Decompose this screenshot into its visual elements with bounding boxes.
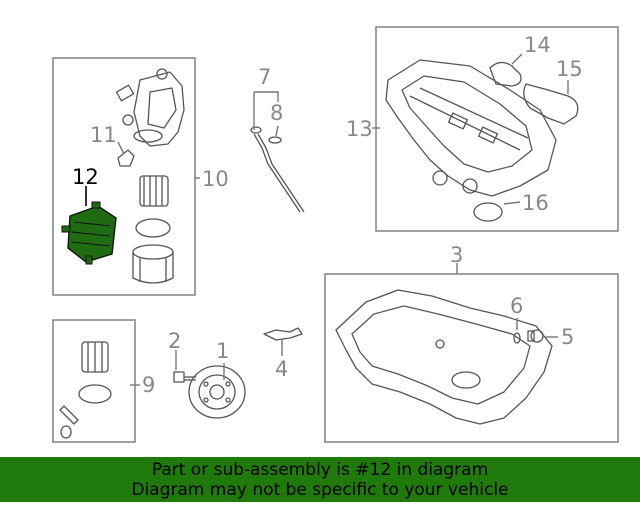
intake-manifold-group-box [375, 26, 619, 232]
manifold-gasket-15[interactable] [523, 83, 579, 125]
part-11-fitting[interactable] [117, 149, 135, 167]
notice-line-1: Part or sub-assembly is #12 in diagram [151, 460, 489, 480]
bracket-4[interactable] [263, 327, 303, 341]
oil-filter-kit-drain-plug[interactable] [59, 405, 79, 425]
oil-cooler-part-12[interactable] [61, 201, 117, 265]
oil-filter-housing[interactable] [115, 68, 185, 147]
parts-diagram: 1 2 3 4 5 6 7 8 9 10 11 12 13 14 15 16 [52, 26, 619, 443]
callout-13: 13 [346, 117, 373, 141]
callout-5: 5 [561, 325, 574, 349]
callout-10: 10 [202, 167, 229, 191]
crankshaft-pulley[interactable] [188, 365, 246, 419]
pulley-bolt[interactable] [173, 371, 196, 383]
callout-2: 2 [168, 329, 181, 353]
oil-filter-kit-element[interactable] [81, 341, 109, 373]
drain-plug-gasket-6[interactable] [513, 332, 521, 344]
manifold-gasket-14[interactable] [489, 61, 522, 87]
oil-filter-kit-oring[interactable] [78, 384, 112, 404]
oil-filter-cap[interactable] [132, 244, 174, 284]
oil-dipstick[interactable] [250, 126, 305, 213]
callout-15: 15 [556, 57, 583, 81]
oil-filter-kit-group-box [52, 319, 136, 443]
drain-plug-5[interactable] [527, 329, 544, 343]
oil-pan-group-box [324, 273, 619, 443]
callout-8: 8 [270, 101, 283, 125]
callout-1: 1 [216, 339, 229, 363]
callout-9: 9 [142, 373, 155, 397]
intake-manifold[interactable] [385, 59, 557, 197]
oil-filter-oring[interactable] [135, 218, 171, 238]
oil-filter-element[interactable] [139, 175, 169, 207]
dipstick-oring[interactable] [268, 136, 282, 144]
callout-7: 7 [258, 65, 271, 89]
callout-11: 11 [90, 123, 117, 147]
diagram-notice-banner: Part or sub-assembly is #12 in diagram D… [0, 457, 640, 502]
oil-pan[interactable] [335, 289, 553, 425]
manifold-oring-16[interactable] [473, 202, 503, 222]
callout-3: 3 [450, 243, 463, 267]
callout-14: 14 [524, 33, 551, 57]
callout-6: 6 [510, 294, 523, 318]
callout-12: 12 [72, 165, 99, 189]
oil-filter-housing-group-box [52, 57, 196, 296]
oil-filter-kit-washer[interactable] [60, 425, 72, 439]
callout-16: 16 [522, 191, 549, 215]
notice-line-2: Diagram may not be specific to your vehi… [131, 480, 509, 500]
callout-4: 4 [275, 357, 288, 381]
